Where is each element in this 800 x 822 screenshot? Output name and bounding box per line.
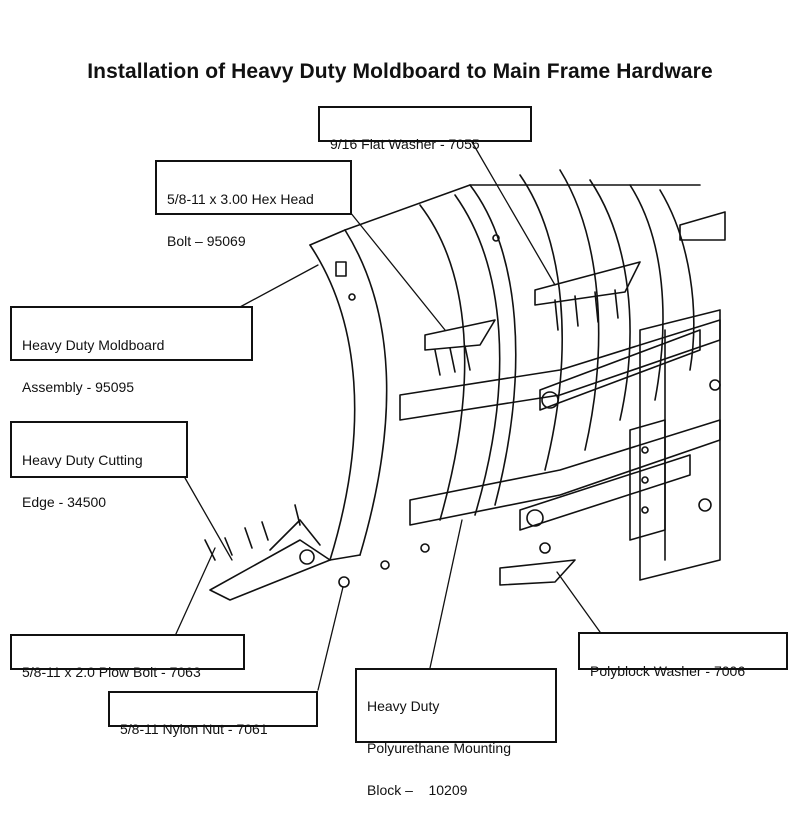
callout-cutting-edge-line-2: Edge - 34500 (22, 494, 107, 510)
moldboard-ribs (309, 169, 701, 561)
leader-lines (174, 141, 601, 691)
callout-mounting-block-line-1: Heavy Duty (367, 698, 440, 714)
main-frame (399, 309, 721, 581)
callout-flat-washer: 9/16 Flat Washer - 7055 (318, 106, 532, 152)
moldboard-assembly-drawing (174, 141, 726, 691)
callout-mounting-block: Heavy Duty Polyurethane Mounting Block –… (355, 668, 557, 798)
callout-cutting-edge: Heavy Duty Cutting Edge - 34500 (10, 421, 188, 510)
cutting-edge (204, 234, 500, 601)
callout-polyblock-washer: Polyblock Washer - 7006 (578, 632, 788, 679)
callout-moldboard-line-1: Heavy Duty Moldboard (22, 337, 165, 353)
callout-moldboard-line-2: Assembly - 95095 (22, 379, 135, 395)
callout-mounting-block-line-2: Polyurethane Mounting (367, 740, 511, 756)
callout-hex-bolt-line-2: Bolt – 95069 (167, 233, 246, 249)
callout-plow-bolt-line-1: 5/8-11 x 2.0 Plow Bolt - 7063 (22, 664, 201, 680)
diagram-title: Installation of Heavy Duty Moldboard to … (87, 60, 713, 83)
callout-nylon-nut-line-1: 5/8-11 Nylon Nut - 7061 (120, 721, 268, 737)
callout-moldboard: Heavy Duty Moldboard Assembly - 95095 (10, 306, 253, 395)
callout-polyblock-washer-line-1: Polyblock Washer - 7006 (590, 663, 746, 679)
callout-flat-washer-line-1: 9/16 Flat Washer - 7055 (330, 136, 480, 152)
callout-hex-bolt-line-1: 5/8-11 x 3.00 Hex Head (167, 191, 314, 207)
callout-hex-bolt: 5/8-11 x 3.00 Hex Head Bolt – 95069 (155, 160, 352, 249)
callout-cutting-edge-line-1: Heavy Duty Cutting (22, 452, 143, 468)
mounting-hardware (424, 211, 726, 586)
callout-plow-bolt: 5/8-11 x 2.0 Plow Bolt - 7063 (10, 634, 245, 680)
callout-mounting-block-line-3: Block – 10209 (367, 782, 468, 798)
callout-nylon-nut: 5/8-11 Nylon Nut - 7061 (108, 691, 318, 737)
